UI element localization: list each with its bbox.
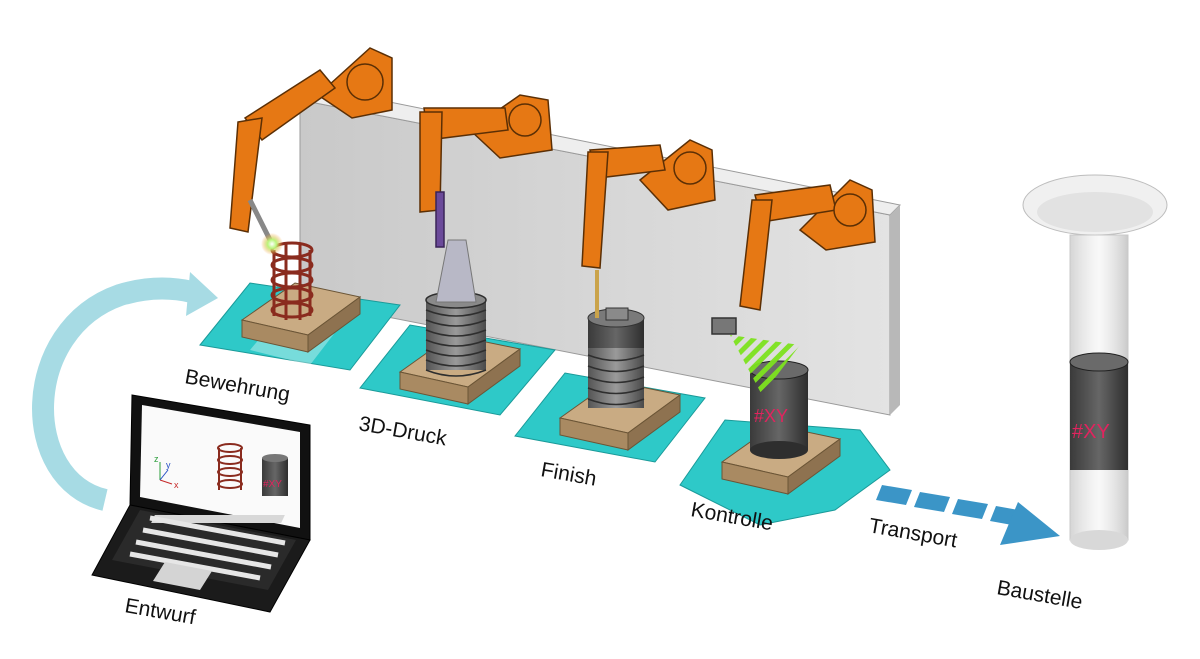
inspected-column: #XY	[730, 335, 809, 459]
axis-x: x	[174, 480, 179, 490]
site-marker: #XY	[1072, 421, 1110, 443]
screen-rebar-cage-icon	[217, 443, 243, 490]
label-transport: Transport	[867, 514, 959, 552]
coordinate-axes-icon: z y x	[154, 454, 179, 490]
robot-arm-2	[419, 94, 553, 248]
screen-marker: #XY	[263, 479, 282, 490]
label-3d-druck: 3D-Druck	[357, 412, 449, 450]
marker-label: #XY	[754, 406, 788, 426]
label-bewehrung: Bewehrung	[183, 365, 292, 406]
transport-arrow-icon	[876, 485, 1060, 545]
site-column: #XY	[1022, 174, 1168, 550]
robot-arm-3	[581, 139, 716, 318]
robot-arm-1	[229, 47, 393, 255]
axis-y: y	[166, 460, 171, 470]
axis-z: z	[154, 454, 159, 464]
label-entwurf: Entwurf	[123, 594, 197, 629]
rebar-cage-icon	[270, 241, 314, 320]
laptop-icon: #XY z y x	[91, 394, 311, 613]
printed-column	[425, 239, 487, 377]
robot-arm-4	[711, 179, 876, 335]
finished-column	[587, 307, 645, 408]
label-finish: Finish	[539, 458, 598, 490]
screen-column-icon: #XY	[262, 454, 288, 496]
label-baustelle: Baustelle	[995, 576, 1084, 614]
curved-arrow-icon	[32, 272, 218, 511]
